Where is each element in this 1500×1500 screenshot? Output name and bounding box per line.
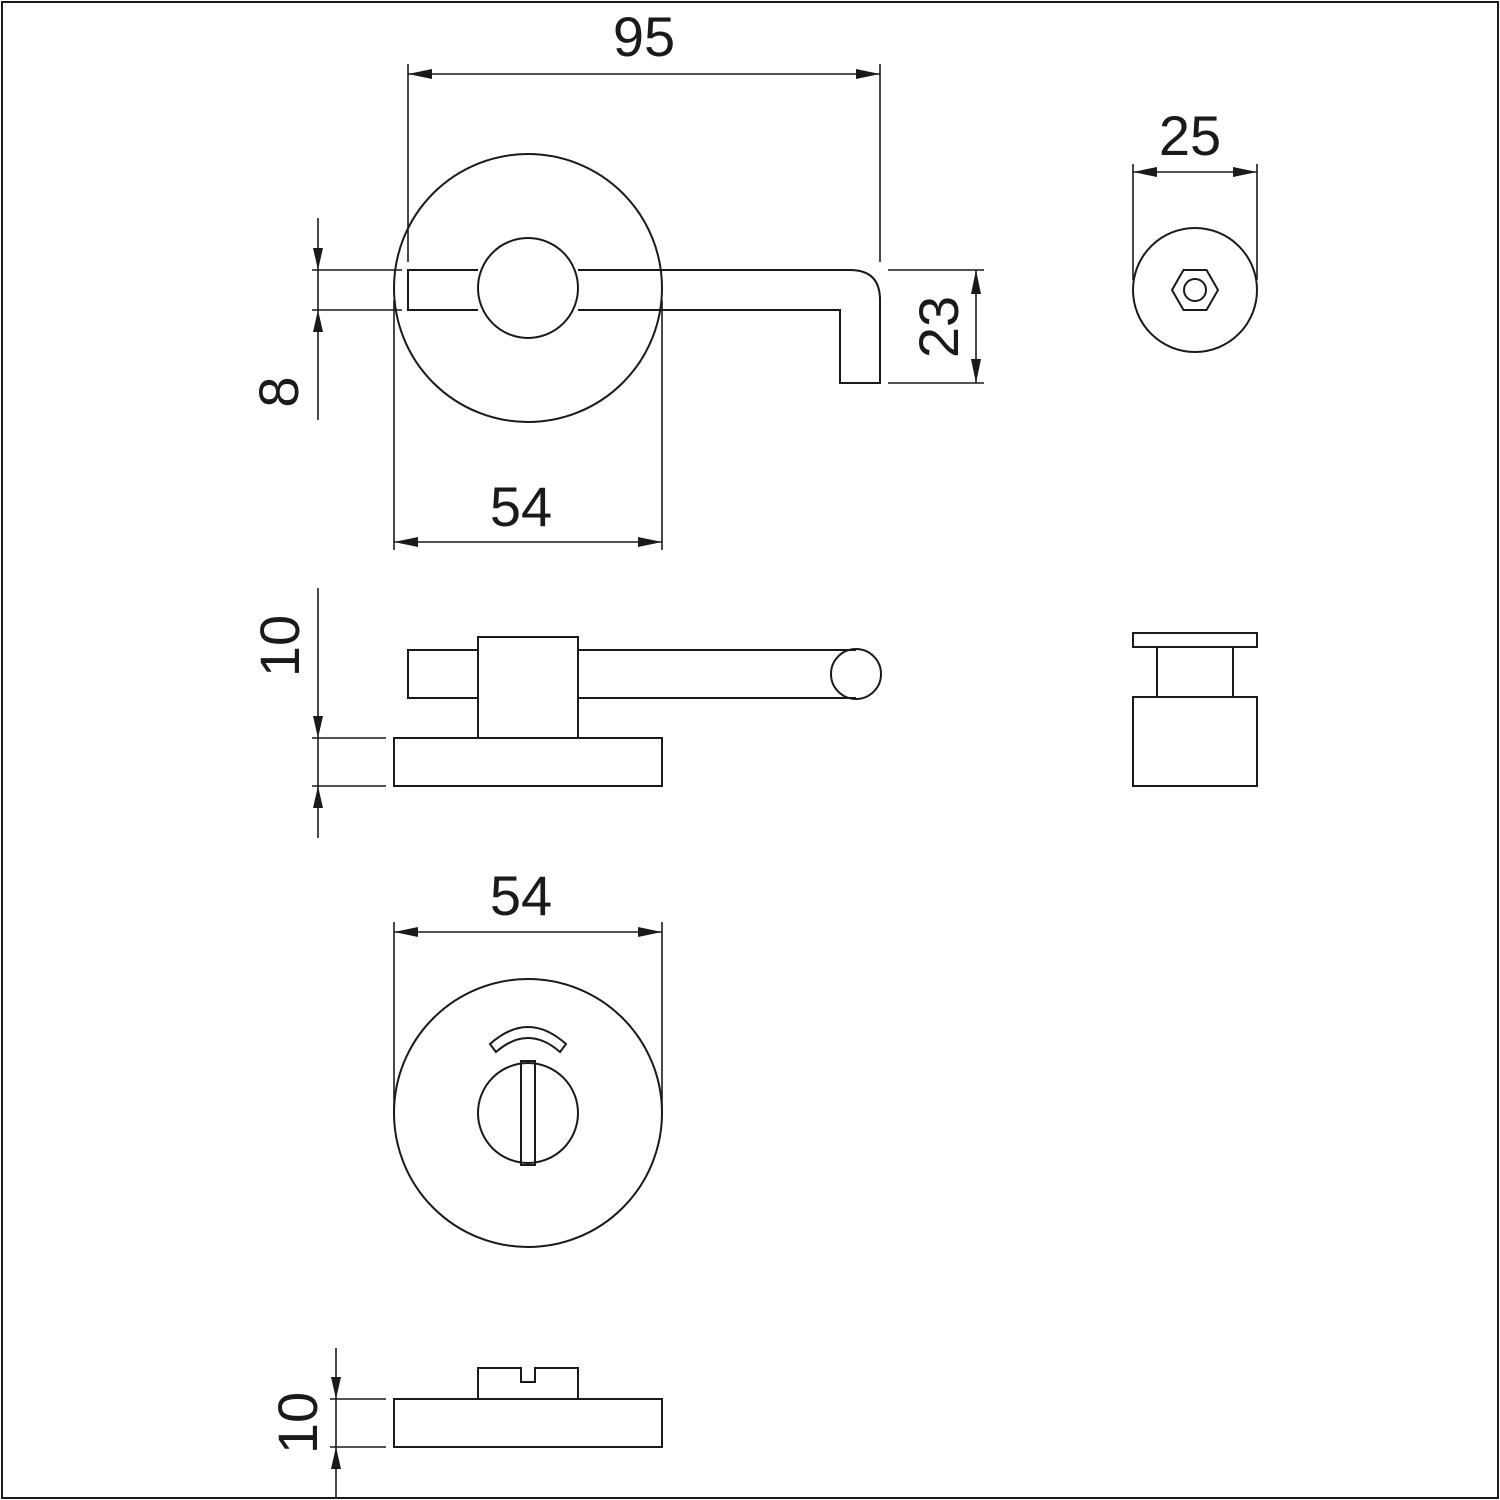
side-lever-tip (830, 648, 882, 700)
dimension-turn-rose-diameter: 54 (393, 864, 663, 1110)
turn-rose-side-view (393, 1367, 663, 1448)
dimension-label-25: 25 (1159, 104, 1221, 167)
knob-hex-socket (1170, 269, 1220, 311)
knob-center-hole (1183, 278, 1207, 302)
knob-side-base (1132, 696, 1258, 787)
dimension-label-54-top: 54 (490, 475, 552, 538)
lever-side-view (393, 636, 882, 787)
dimension-label-23: 23 (907, 296, 970, 358)
dimension-lever-thickness: 8 (247, 218, 402, 420)
turn-side-plate (393, 1398, 663, 1448)
dimension-lever-rose-diameter: 54 (393, 300, 663, 550)
side-lever-neck (477, 636, 579, 739)
dimension-turn-rose-thickness: 10 (266, 1348, 386, 1498)
side-rose-plate (393, 737, 663, 787)
lever-hub-circle (477, 237, 579, 339)
knob-side-stem (1156, 646, 1234, 698)
knob-front-view (1132, 227, 1258, 353)
turn-slot (520, 1060, 536, 1166)
knob-side-view (1132, 632, 1258, 787)
dimension-knob-diameter: 25 (1132, 104, 1258, 280)
dimension-lever-drop: 23 (888, 269, 984, 384)
dimension-lever-length: 95 (407, 5, 881, 262)
dimension-label-8: 8 (247, 376, 310, 407)
dimension-label-95: 95 (613, 5, 675, 68)
turn-knob-circle (477, 1062, 579, 1164)
indicator-window (488, 1026, 568, 1054)
dimension-label-10-side: 10 (248, 615, 311, 677)
dimension-label-54-bottom: 54 (490, 864, 552, 927)
knob-outline (1132, 227, 1258, 353)
turn-rose-front-view (393, 978, 663, 1248)
turn-side-knob (477, 1367, 579, 1399)
lever-front-view (393, 153, 881, 423)
turn-rose-outline (393, 978, 663, 1248)
dimension-label-10-bottom: 10 (266, 1392, 329, 1454)
side-lever-arm-left (407, 649, 479, 699)
lever-bend-marker (849, 269, 881, 301)
dimension-rose-thickness: 10 (248, 588, 386, 838)
lever-rose-outline (393, 153, 663, 423)
knob-side-cap (1132, 632, 1258, 648)
